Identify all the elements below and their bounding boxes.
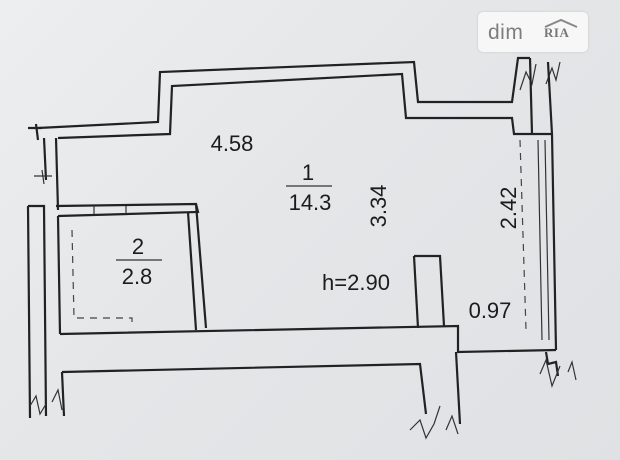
bathroom-dashed-fixture bbox=[71, 229, 133, 328]
break-mark-bottom-middle bbox=[409, 405, 459, 440]
house-roof-icon bbox=[544, 18, 578, 28]
room-2-number: 2 bbox=[132, 234, 144, 259]
dimension-balcony-depth: 0.97 bbox=[469, 298, 512, 323]
balcony-glazing-line bbox=[537, 139, 550, 341]
break-mark-top-right bbox=[519, 61, 561, 91]
partition-balcony bbox=[412, 254, 446, 329]
dim-ria-logo: dim RIA bbox=[478, 12, 588, 52]
ceiling-height: h=2.90 bbox=[322, 270, 390, 295]
inner-wall-top bbox=[57, 72, 552, 140]
outer-wall-left bbox=[26, 204, 48, 419]
room-wall-bottom bbox=[59, 324, 557, 354]
room-1-number: 1 bbox=[302, 160, 314, 185]
balcony-wall-bottom bbox=[454, 351, 560, 425]
bathroom-wall-left bbox=[56, 215, 62, 335]
logo-dim-text: dim bbox=[488, 21, 524, 44]
balcony-dashed-line bbox=[519, 139, 527, 331]
outer-wall-bottom bbox=[60, 362, 428, 417]
break-mark-bottom-right bbox=[539, 358, 577, 389]
outer-wall-right bbox=[528, 57, 558, 351]
left-marker bbox=[34, 169, 52, 185]
dimension-top-width: 4.58 bbox=[211, 131, 254, 156]
left-stub-wall bbox=[28, 123, 60, 211]
break-mark-bottom-left bbox=[29, 388, 63, 416]
bathroom-wall-right bbox=[186, 203, 208, 331]
room-1-area: 14.3 bbox=[289, 190, 332, 215]
dimension-room-height: 3.34 bbox=[366, 185, 391, 228]
logo-ria-text: RIA bbox=[544, 25, 570, 40]
room-2-area: 2.8 bbox=[122, 264, 153, 289]
dimension-balcony-width: 2.42 bbox=[496, 187, 521, 230]
bathroom-wall-top bbox=[55, 202, 200, 218]
outer-wall-top bbox=[37, 56, 530, 130]
bathroom-door-tick bbox=[93, 206, 127, 214]
